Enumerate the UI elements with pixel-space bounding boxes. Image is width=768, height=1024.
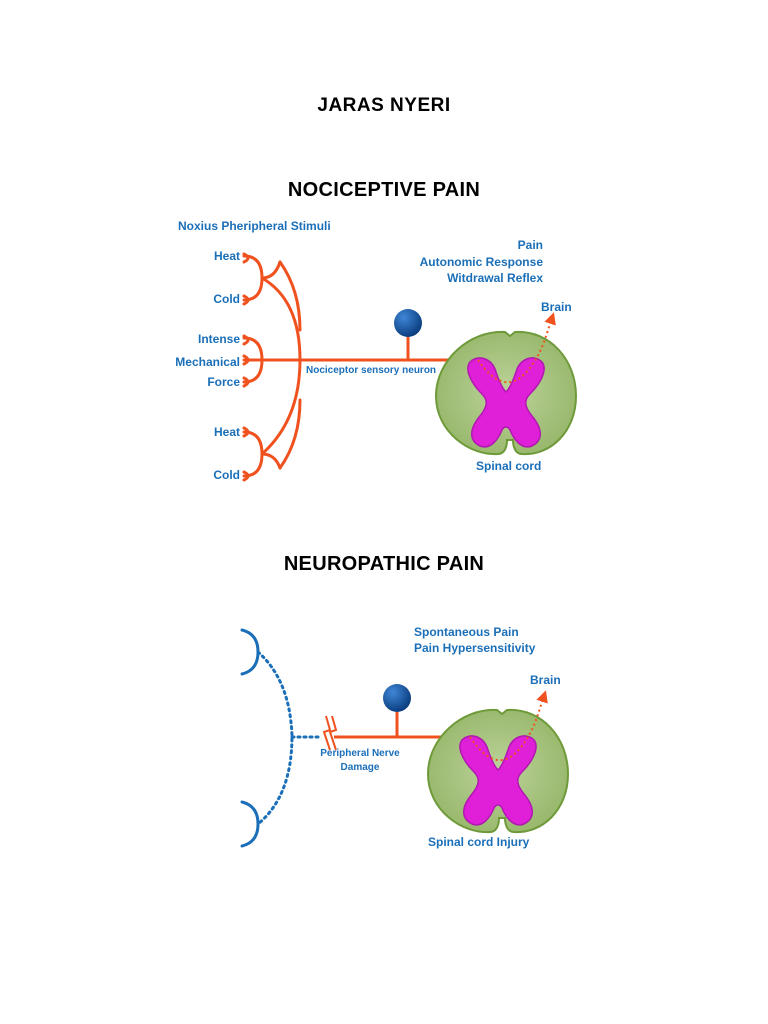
neuropathic-pain-title: NEUROPATHIC PAIN — [283, 553, 485, 575]
neuron-label: Nociceptor sensory neuron — [306, 365, 436, 376]
stimulus-cold-2: Cold — [213, 468, 240, 482]
stimulus-heat-2: Heat — [214, 425, 240, 439]
ascending-pathway-1 — [477, 312, 556, 384]
response-hypersensitivity: Pain Hypersensitivity — [414, 641, 536, 655]
spinal-cord-2 — [426, 708, 570, 834]
stimuli-header: Noxius Pheripheral Stimuli — [178, 219, 331, 233]
ascending-pathway-2 — [469, 690, 548, 762]
stimulus-force: Force — [207, 375, 240, 389]
nerve-break-mark — [322, 715, 332, 751]
stimulus-mechanical: Mechanical — [175, 355, 240, 369]
response-withdrawal: Witdrawal Reflex — [447, 271, 543, 285]
document-title: JARAS NYERI — [317, 95, 451, 116]
stimulus-cold-1: Cold — [213, 292, 240, 306]
receptor-ending-bottom — [242, 430, 264, 478]
neuropathic-diagram: Peripheral Nerve Damage Spontaneous Pain… — [240, 625, 570, 849]
response-autonomic: Autonomic Response — [420, 255, 544, 269]
damaged-ending-top — [240, 628, 260, 676]
receptor-ending-top — [242, 254, 264, 302]
brain-label-1: Brain — [541, 300, 572, 314]
stimulus-heat-1: Heat — [214, 249, 240, 263]
nociceptive-diagram: Noxius Pheripheral Stimuli Heat Cold Int… — [175, 219, 578, 482]
response-spontaneous-pain: Spontaneous Pain — [414, 625, 519, 639]
response-pain: Pain — [518, 238, 543, 252]
grey-matter-1 — [467, 357, 545, 448]
nociceptive-pain-title: NOCICEPTIVE PAIN — [287, 179, 481, 201]
stimulus-intense: Intense — [198, 332, 240, 346]
nociceptor-endings — [242, 252, 302, 482]
brain-label-2: Brain — [530, 673, 561, 687]
damaged-ending-bottom — [240, 800, 260, 848]
neuron-cell-body-2 — [383, 684, 411, 712]
spinal-cord-injury-label: Spinal cord Injury — [428, 835, 530, 849]
neuron-cell-body — [394, 309, 422, 337]
grey-matter-2 — [459, 735, 537, 826]
spinal-cord-1 — [434, 330, 578, 456]
damage-label-line2: Damage — [341, 762, 380, 773]
spinal-cord-label: Spinal cord — [476, 459, 541, 473]
dotted-nerve-arc — [256, 650, 294, 826]
damage-label-line1: Peripheral Nerve — [320, 748, 400, 759]
